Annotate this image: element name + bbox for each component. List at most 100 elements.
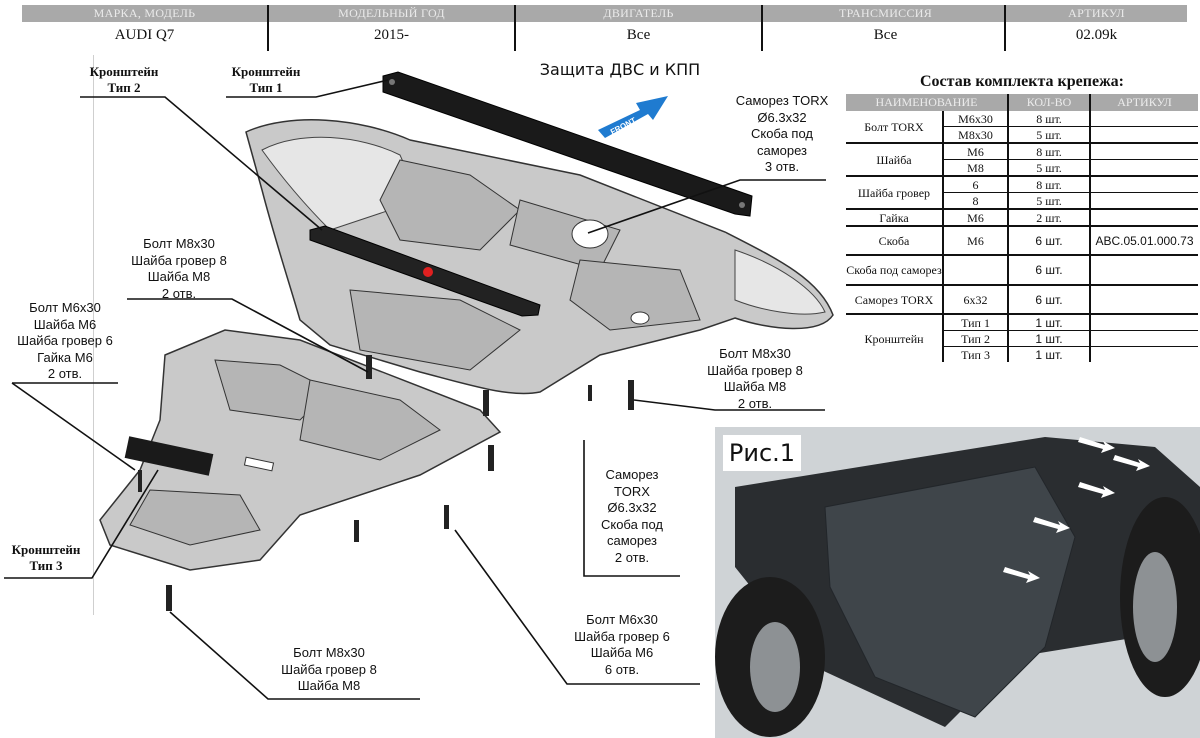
callout-line: Скоба под: [600, 516, 663, 532]
callout-line: Шайба М8: [147, 269, 211, 284]
engine-guard-plate: [245, 119, 834, 395]
kit-size: М8х30: [942, 126, 1008, 144]
fasteners: [138, 355, 634, 611]
callout-line: Шайба М8: [723, 379, 787, 394]
callout-screw-mid: Саморез TORX Ø6.3x32 Скоба под саморез 2…: [592, 467, 672, 566]
header-value: 2015-: [374, 27, 409, 43]
table-row: Скоба М6 6 шт. ABC.05.01.000.73: [846, 226, 1198, 256]
bracket-type1: [382, 71, 753, 217]
leader-lines: [4, 79, 826, 700]
kit-article: ABC.05.01.000.73: [1089, 226, 1198, 256]
callout-line: 2 отв.: [47, 366, 83, 381]
table-row: Саморез TORX 6х32 6 шт.: [846, 285, 1198, 315]
kit-article: [1089, 111, 1198, 127]
kit-col-article: АРТИКУЛ: [1089, 94, 1198, 111]
callout-line: Ø6.3x32: [757, 109, 807, 125]
kit-name: Скоба: [846, 226, 943, 256]
kit-article: [1089, 314, 1198, 331]
kit-size: 8: [942, 192, 1008, 210]
table-row: М8х30 5 шт.: [846, 126, 1198, 144]
callout-bracket-type3: Кронштейн Тип 3: [6, 542, 86, 574]
kit-qty: 1 шт.: [1007, 330, 1090, 347]
photo-illustration: [715, 427, 1200, 738]
kit-name: Скоба под саморез: [846, 255, 943, 286]
callout-line: Болт М6х30: [29, 300, 101, 315]
kit-size: М6х30: [942, 111, 1008, 127]
table-row: 8 5 шт.: [846, 192, 1198, 210]
callout-line: Болт М8х30: [143, 236, 215, 251]
callout-bolt-m6-left: Болт М6х30 Шайба М6 Шайба гровер 6 Гайка…: [10, 300, 120, 383]
callout-line: Ø6.3x32: [607, 500, 657, 515]
kit-qty: 2 шт.: [1007, 209, 1090, 227]
callout-line: 2 отв.: [737, 395, 773, 411]
header-value: Все: [626, 27, 651, 43]
callout-bracket-type2: Кронштейн Тип 2: [84, 64, 164, 96]
callout-line: Тип 3: [29, 558, 63, 573]
kit-size: М6: [942, 209, 1008, 227]
kit-qty: 8 шт.: [1007, 111, 1090, 127]
kit-size: [942, 255, 1008, 286]
kit-article: [1089, 159, 1198, 177]
spec-header: МАРКА, МОДЕЛЬ AUDI Q7 МОДЕЛЬНЫЙ ГОД 2015…: [22, 5, 1187, 51]
kit-qty: 1 шт.: [1007, 314, 1090, 331]
callout-line: Шайба М6: [590, 645, 654, 660]
callout-line: Шайба М6: [33, 316, 97, 332]
callout-line: Кронштейн: [89, 64, 159, 79]
bracket-type2: [309, 225, 541, 317]
kit-col-qty: КОЛ-ВО: [1007, 94, 1090, 111]
kit-name: Кронштейн: [864, 331, 924, 346]
table-row: Шайба гровер 6 8 шт.: [846, 176, 1198, 210]
photo-label: Рис.1: [723, 435, 801, 471]
table-row: Шайба М6 8 шт.: [846, 143, 1198, 177]
kit-name: Шайба: [846, 143, 943, 177]
callout-line: Шайба М8: [297, 678, 361, 693]
callout-line: Шайба гровер 8: [707, 362, 803, 378]
kit-article: [1089, 330, 1198, 347]
callout-line: саморез: [606, 533, 658, 548]
kit-size: М6: [942, 143, 1008, 160]
kit-article: [1089, 209, 1198, 227]
callout-line: 6 отв.: [604, 661, 640, 677]
header-label: ТРАНСМИССИЯ: [838, 6, 933, 20]
kit-table-header: НАИМЕНОВАНИЕ КОЛ-ВО АРТИКУЛ: [846, 94, 1198, 111]
callout-line: 2 отв.: [161, 285, 197, 301]
callout-bolt-m8-bottom: Болт М8х30 Шайба гровер 8 Шайба М8: [274, 645, 384, 695]
kit-name: Шайба гровер: [846, 176, 943, 210]
header-value: AUDI Q7: [114, 27, 175, 43]
table-row: Тип 3 1 шт.: [846, 346, 1198, 362]
kit-qty: 5 шт.: [1007, 159, 1090, 177]
callout-line: Болт М8х30: [293, 645, 365, 660]
table-row: Гайка М6 2 шт.: [846, 209, 1198, 227]
callout-line: 2 отв.: [614, 549, 650, 565]
header-col-engine: ДВИГАТЕЛЬ Все: [516, 5, 761, 49]
callout-bolt-m6-bottom: Болт М6х30 Шайба гровер 6 Шайба М6 6 отв…: [567, 612, 677, 678]
callout-line: Шайба гровер 8: [281, 661, 377, 677]
kit-article: [1089, 143, 1198, 160]
callout-line: саморез: [756, 142, 808, 158]
kit-qty: 6 шт.: [1007, 226, 1090, 256]
callout-line: Болт М6х30: [586, 612, 658, 627]
header-value: Все: [873, 27, 898, 43]
header-label: МАРКА, МОДЕЛЬ: [93, 6, 196, 20]
front-arrow: FRONT: [598, 96, 668, 138]
header-col-year: МОДЕЛЬНЫЙ ГОД 2015-: [269, 5, 514, 49]
callout-line: Тип 2: [107, 80, 141, 95]
installation-photo: Рис.1: [715, 427, 1200, 738]
kit-qty: 1 шт.: [1007, 346, 1090, 362]
kit-article: [1089, 255, 1198, 286]
kit-article: [1089, 126, 1198, 144]
header-value: 02.09k: [1075, 27, 1118, 43]
kit-article: [1089, 346, 1198, 362]
callout-bolt-m8-right: Болт М8х30 Шайба гровер 8 Шайба М8 2 отв…: [700, 346, 810, 412]
callout-line: Болт М8х30: [719, 346, 791, 361]
table-row: Кронштейн Тип 1 1 шт.: [846, 314, 1198, 346]
table-row: Тип 2 1 шт.: [846, 330, 1198, 347]
red-marker: [423, 267, 433, 277]
callout-line: Шайба гровер 6: [17, 333, 113, 348]
table-row: Скоба под саморез 6 шт.: [846, 255, 1198, 286]
callout-line: 3 отв.: [764, 159, 800, 174]
callout-screw-top: Саморез TORX Ø6.3x32 Скоба под саморез 3…: [732, 93, 832, 176]
kit-name: Болт TORX: [846, 111, 943, 144]
kit-qty: 5 шт.: [1007, 192, 1090, 210]
diagram-title: Защита ДВС и КПП: [539, 60, 701, 79]
